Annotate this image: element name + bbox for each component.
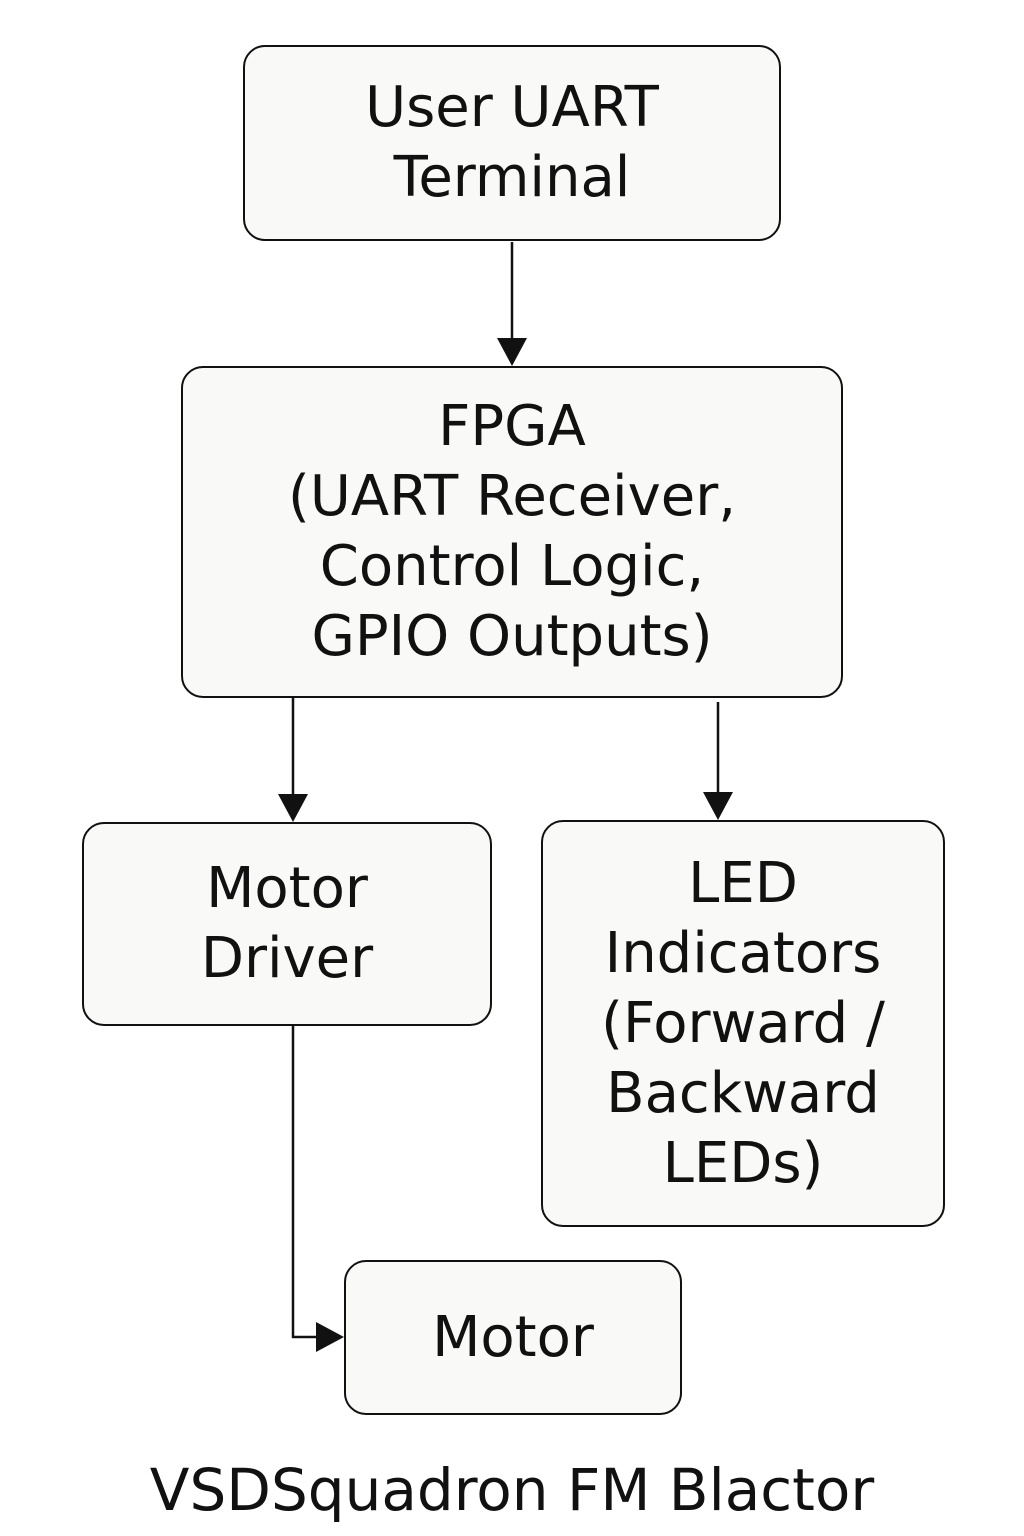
block-label-line: Terminal xyxy=(393,145,631,210)
block-label-line: LEDs) xyxy=(662,1130,824,1196)
block-label-line: User UART xyxy=(365,75,659,140)
motor-block: Motor xyxy=(344,1260,682,1415)
block-label-line: Backward xyxy=(606,1060,880,1126)
block-label-line: Control Logic, xyxy=(319,534,705,599)
fpga-block: FPGA (UART Receiver, Control Logic, GPIO… xyxy=(181,366,843,698)
arrow-fpga-to-motor-driver xyxy=(278,698,308,822)
diagram-caption: VSDSquadron FM Blactor xyxy=(149,1456,875,1524)
block-label-line: (UART Receiver, xyxy=(287,464,737,529)
arrow-terminal-to-fpga xyxy=(497,242,527,366)
user-uart-terminal-block: User UART Terminal xyxy=(243,45,781,241)
block-label-line: GPIO Outputs) xyxy=(311,604,713,669)
motor-driver-block: Motor Driver xyxy=(82,822,492,1026)
block-label-line: Motor xyxy=(432,1304,594,1370)
block-label-line: LED xyxy=(688,850,798,916)
block-label-line: FPGA xyxy=(438,394,586,459)
block-label-line: Indicators xyxy=(604,920,882,986)
arrow-fpga-to-led-indicators xyxy=(703,702,733,820)
block-label-line: (Forward / xyxy=(601,990,885,1056)
block-label-line: Motor xyxy=(206,856,368,921)
block-label-line: Driver xyxy=(200,926,374,991)
led-indicators-block: LED Indicators (Forward / Backward LEDs) xyxy=(541,820,945,1227)
arrow-motor-driver-to-motor xyxy=(291,1026,344,1352)
